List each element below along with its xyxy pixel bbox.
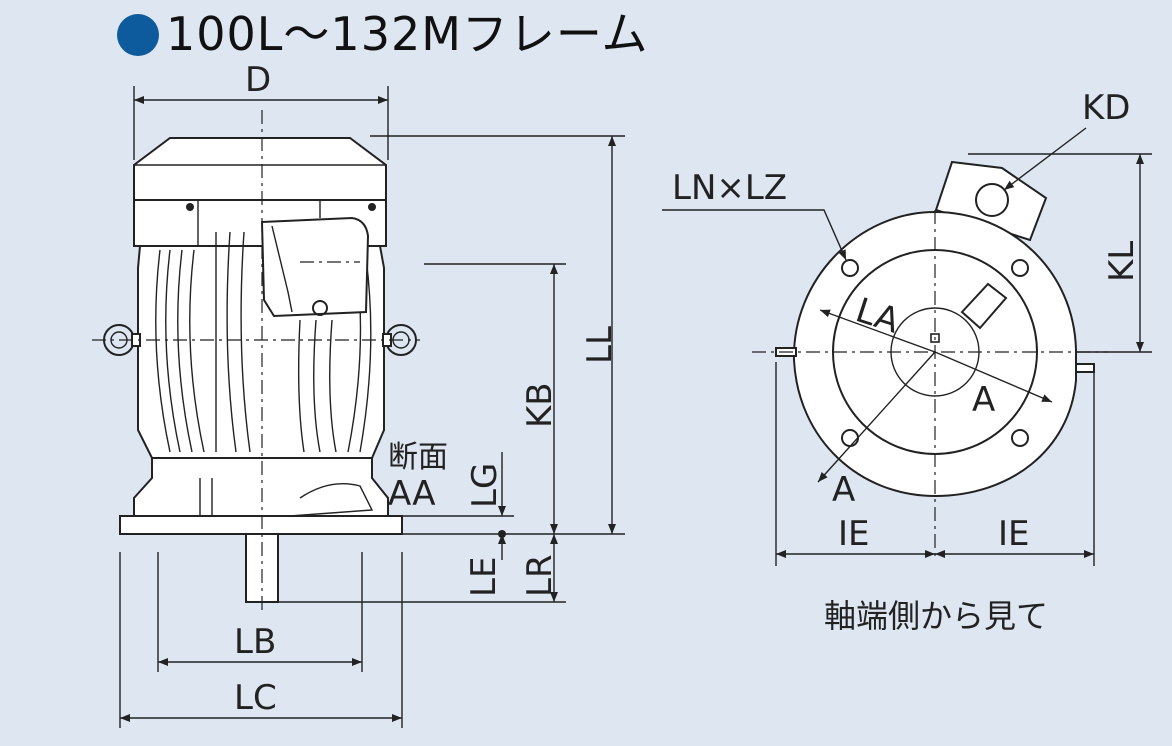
section-label-line2: AA: [388, 474, 436, 514]
label-LNxLZ: LN×LZ: [672, 168, 788, 208]
label-LE: LE: [464, 556, 504, 597]
terminal-box: [260, 216, 370, 318]
side-view: [92, 86, 625, 728]
label-LC: LC: [234, 678, 277, 718]
label-IE-left: IE: [838, 514, 870, 554]
label-LG: LG: [465, 462, 505, 508]
fan-cover: [133, 137, 387, 201]
label-KL: KL: [1102, 240, 1142, 282]
flange: [119, 515, 403, 535]
page-title: 100L～132Mフレーム: [166, 7, 649, 61]
section-label-line1: 断面: [388, 440, 448, 475]
cooling-fins: [155, 231, 372, 453]
label-LL: LL: [580, 326, 620, 364]
label-KB: KB: [520, 382, 560, 428]
end-view: [662, 127, 1152, 566]
label-D: D: [245, 60, 272, 100]
label-IE-right: IE: [998, 514, 1030, 554]
end-view-caption: 軸端側から見て: [824, 597, 1049, 635]
flange-bracket: [133, 457, 389, 517]
label-LB: LB: [234, 622, 277, 662]
label-A-lower: A: [832, 470, 856, 510]
title-bullet-icon: [117, 14, 159, 56]
end-terminal-box: [934, 160, 1048, 242]
label-A-upper: A: [972, 380, 996, 420]
label-LR: LR: [520, 554, 560, 597]
label-KD: KD: [1082, 88, 1131, 128]
